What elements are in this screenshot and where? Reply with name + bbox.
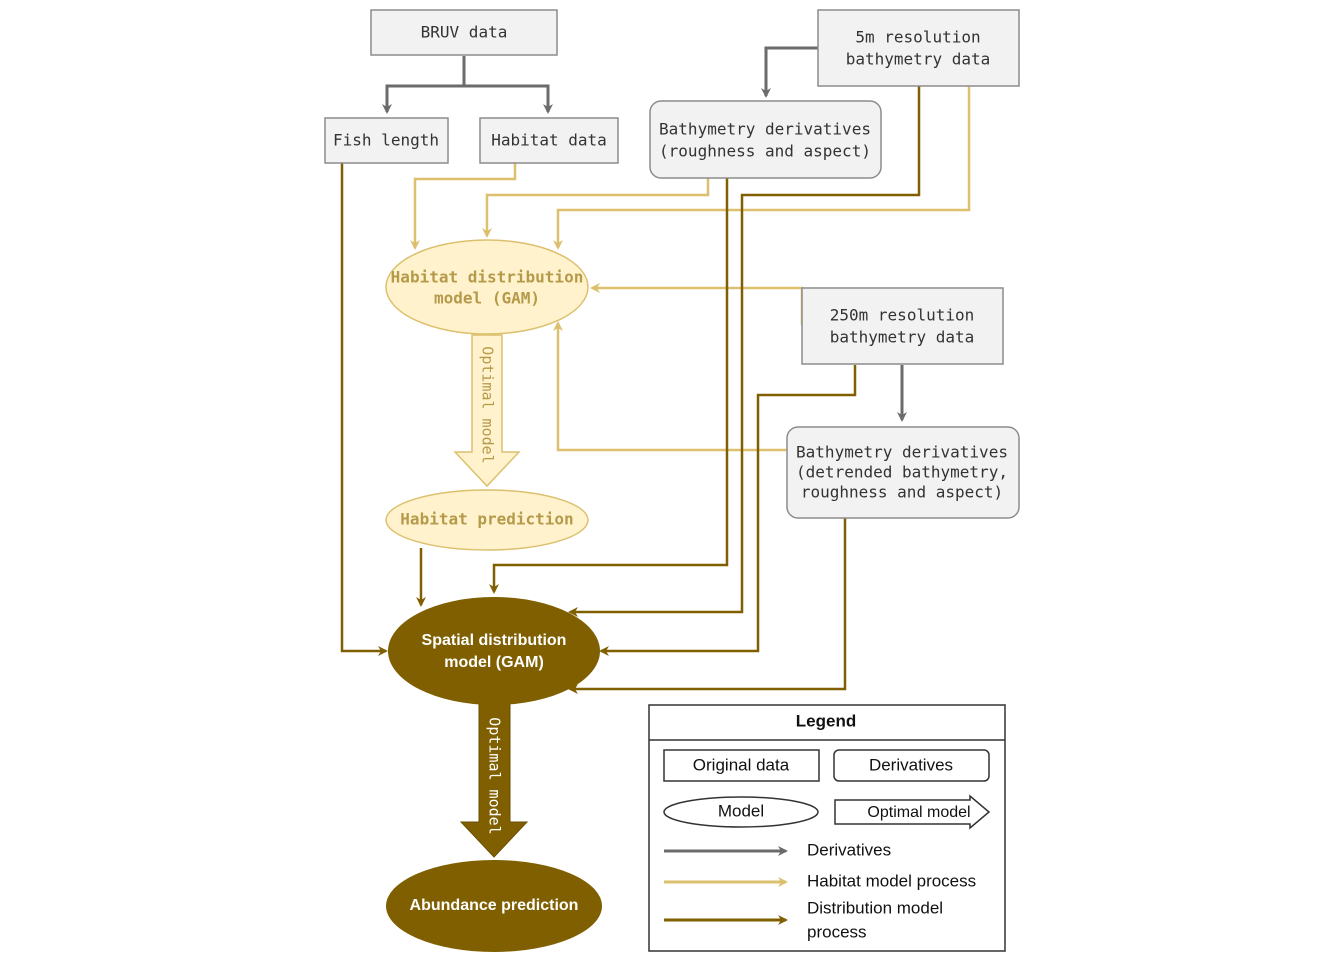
habitat-prediction-label: Habitat prediction (400, 510, 573, 529)
bruv-data-box: BRUV data (370, 9, 558, 56)
legend-original-data-label: Original data (693, 755, 790, 774)
bathy-250m-label-line1: 250m resolution (830, 306, 975, 325)
abundance-prediction-ellipse: Abundance prediction (386, 860, 602, 952)
bathy-5m-box: 5m resolution bathymetry data (817, 9, 1020, 87)
fish-length-to-spatial-model-arrow (340, 163, 388, 656)
legend-model-swatch: Model (663, 796, 819, 828)
spatial-distribution-model-ellipse: Spatial distribution model (GAM) (388, 597, 600, 705)
habitat-data-box: Habitat data (479, 117, 619, 164)
spatial-model-label-line2: model (GAM) (444, 654, 544, 671)
derivatives250m-to-habitat-model-arrow (553, 321, 787, 452)
bruv-to-fish-length-arrow (382, 56, 466, 114)
legend-title: Legend (796, 711, 856, 730)
bruv-to-habitat-data-arrow (464, 84, 553, 114)
bathy5m-to-derivatives-arrow (761, 46, 818, 98)
habitat-model-label-line2: model (GAM) (434, 289, 540, 308)
habitat-distribution-model-ellipse: Habitat distribution model (GAM) (385, 239, 589, 335)
legend-distribution-process-label-line2: process (807, 922, 867, 941)
bathy-250m-label-line2: bathymetry data (830, 328, 975, 347)
derivatives5m-to-habitat-model-arrow (482, 178, 710, 238)
derivatives-5m-label-line2: (roughness and aspect) (659, 142, 871, 161)
bathy-5m-label-line1: 5m resolution (855, 28, 980, 47)
legend-optimal-model-label: Optimal model (867, 804, 970, 821)
habitat-data-to-habitat-model-arrow (410, 163, 517, 250)
legend-habitat-process-line: Habitat model process (664, 871, 976, 890)
legend-habitat-process-label: Habitat model process (807, 871, 976, 890)
habitat-prediction-ellipse: Habitat prediction (385, 489, 589, 551)
habitat-optimal-model-arrow: Optimal model (453, 334, 521, 488)
legend-distribution-process-line: Distribution model process (664, 898, 943, 941)
spatial-model-label-line1: Spatial distribution (422, 632, 567, 649)
legend-derivatives-box-label: Derivatives (869, 755, 953, 774)
bathy250m-to-habitat-model-arrow (590, 283, 804, 325)
derivatives-5m-box: Bathymetry derivatives (roughness and as… (649, 100, 882, 179)
legend-optimal-model-swatch: Optimal model (834, 794, 991, 830)
legend-distribution-process-label-line1: Distribution model (807, 898, 943, 917)
derivatives-250m-label-line2: (detrended bathymetry, (796, 463, 1008, 482)
derivatives-connectors (382, 46, 907, 422)
legend-derivatives-box-swatch: Derivatives (833, 749, 990, 782)
derivatives-5m-label-line1: Bathymetry derivatives (659, 120, 871, 139)
derivatives-250m-box: Bathymetry derivatives (detrended bathym… (786, 426, 1020, 519)
derivatives-250m-label-line1: Bathymetry derivatives (796, 443, 1008, 462)
fish-length-box: Fish length (324, 117, 449, 164)
derivatives-250m-label-line3: roughness and aspect) (801, 483, 1003, 502)
derivatives5m-to-spatial-model-arrow (489, 178, 729, 594)
spatial-optimal-model-label: Optimal model (486, 717, 504, 834)
bathy250m-to-spatial-model-arrow (599, 365, 857, 656)
habitat-connectors (410, 86, 971, 452)
legend-derivatives-line: Derivatives (664, 840, 891, 859)
spatial-optimal-model-arrow: Optimal model (459, 702, 529, 858)
habitat-model-label-line1: Habitat distribution (391, 268, 584, 287)
legend: Legend Original data Derivatives Model O… (648, 704, 1006, 952)
bruv-data-label: BRUV data (421, 23, 508, 42)
legend-original-data-swatch: Original data (663, 749, 820, 782)
habitat-data-label: Habitat data (491, 131, 607, 150)
bathy-250m-box: 250m resolution bathymetry data (801, 287, 1004, 365)
habitat-optimal-model-label: Optimal model (479, 346, 497, 463)
fish-length-label: Fish length (333, 131, 439, 150)
bathy5m-to-habitat-model-arrow (553, 86, 971, 250)
bathy5m-to-spatial-model-arrow (568, 86, 921, 617)
derivatives250m-to-spatial-model-arrow (568, 518, 847, 694)
legend-model-label: Model (718, 801, 764, 820)
bathy-5m-label-line2: bathymetry data (846, 50, 991, 69)
abundance-prediction-label: Abundance prediction (410, 897, 579, 914)
distribution-connectors (340, 86, 921, 694)
legend-derivatives-line-label: Derivatives (807, 840, 891, 859)
